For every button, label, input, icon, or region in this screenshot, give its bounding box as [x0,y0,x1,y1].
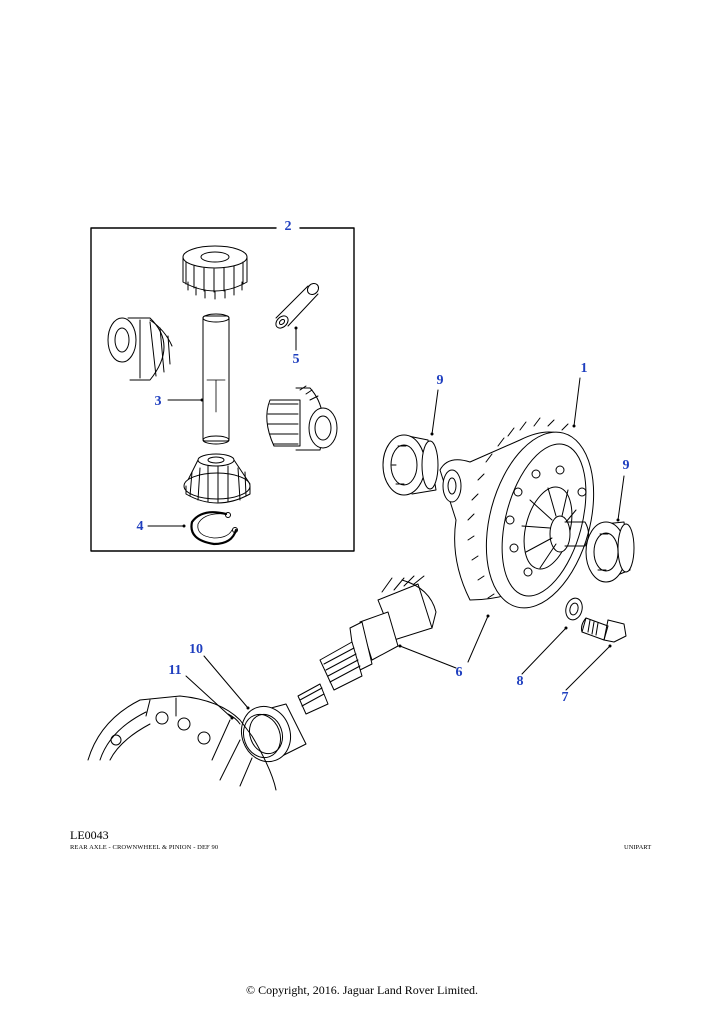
callout-3[interactable]: 3 [154,394,162,409]
differential-assembly [439,417,595,609]
callout-2[interactable]: 2 [284,219,292,234]
bolt [581,617,627,643]
side-gear-bottom [183,453,251,504]
axle-housing [87,695,277,791]
copyright-notice: © Copyright, 2016. Jaguar Land Rover Lim… [245,983,479,997]
cross-shaft [202,313,230,445]
roll-pin [275,282,320,329]
diagram-title: REAR AXLE - CROWNWHEEL & PINION - DEF 90 [70,844,219,851]
leader-1 [573,377,581,427]
callout-8[interactable]: 8 [516,674,524,689]
brand-label: UNIPART [624,844,652,851]
leader-10 [203,655,249,709]
side-gear-top [182,245,248,300]
leader-8 [521,627,567,675]
callout-4[interactable]: 4 [136,519,144,534]
kit-box [90,227,355,552]
pinion-gear-left [107,317,173,381]
leader-9b [617,475,625,521]
leader-6a [467,615,489,663]
washer [565,597,583,621]
callout-10[interactable]: 10 [189,642,203,657]
pinion-shaft [297,575,437,715]
diagram-code: LE0043 [70,828,109,842]
callout-6[interactable]: 6 [455,665,463,680]
callout-11[interactable]: 11 [168,663,182,678]
leader-6b [399,645,457,669]
callout-9-right[interactable]: 9 [622,458,630,473]
callout-1[interactable]: 1 [580,361,588,376]
leader-7 [565,645,611,691]
callout-5[interactable]: 5 [292,352,300,367]
pinion-bearing [240,703,307,763]
callout-7[interactable]: 7 [561,690,569,705]
circlip [190,511,238,546]
pinion-gear-right [266,385,338,451]
callout-9-left[interactable]: 9 [436,373,444,388]
leader-9a [431,389,439,435]
leader-11 [185,675,233,719]
bearing-left [382,434,439,496]
bearing-right [585,521,635,583]
